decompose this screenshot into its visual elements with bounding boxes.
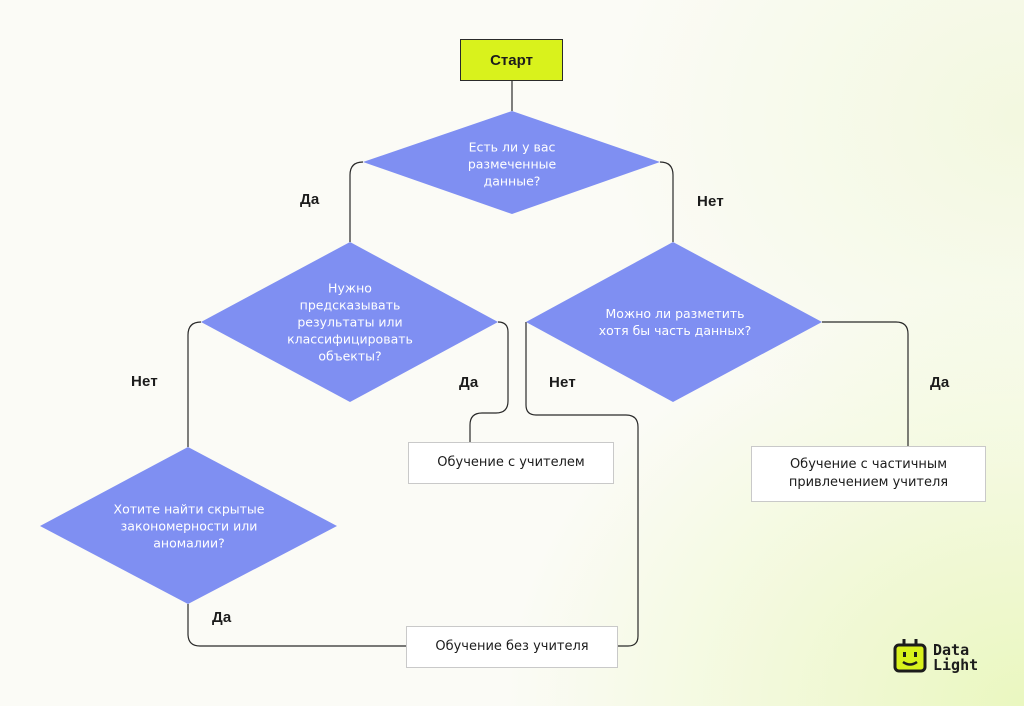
start-node: Старт — [460, 39, 563, 81]
connector-d1-yes — [349, 161, 364, 242]
branch-label-yes-d2: Да — [459, 374, 479, 391]
connector-d1-no — [659, 161, 674, 242]
question-predict-classify: Нужно предсказывать результаты или класс… — [287, 280, 413, 364]
branch-label-no-d3: Нет — [549, 374, 576, 391]
connector-d3-no — [525, 322, 639, 647]
decision-diamond-labeled-data — [363, 111, 660, 214]
outcome-semi-supervised-label: Обучение с частичным привлечением учител… — [788, 457, 949, 490]
branch-label-yes-d3: Да — [930, 374, 950, 391]
branch-label-yes-d4: Да — [212, 609, 232, 626]
outcome-unsupervised-label: Обучение без учителя — [435, 639, 589, 654]
start-label: Старт — [490, 51, 533, 69]
branch-label-no-d1: Нет — [697, 193, 724, 210]
connector-d3-yes — [822, 321, 909, 446]
question-labeled-data: Есть ли у вас размеченные данные? — [467, 139, 557, 189]
outcome-unsupervised: Обучение без учителя — [406, 626, 618, 668]
logo-text: Data Light — [933, 641, 979, 674]
branch-label-no-d2: Нет — [131, 373, 158, 390]
connector-d2-yes — [469, 321, 509, 442]
connector-d4-yes — [187, 604, 406, 647]
decision-diamond-predict-classify — [201, 242, 498, 402]
outcome-supervised: Обучение с учителем — [408, 442, 614, 484]
connector-d2-no — [187, 321, 202, 447]
question-hidden-patterns: Хотите найти скрытые закономерности или … — [113, 501, 265, 551]
branch-label-yes-d1: Да — [300, 191, 320, 208]
outcome-semi-supervised: Обучение с частичным привлечением учител… — [751, 446, 986, 502]
decision-diamond-hidden-patterns — [40, 447, 337, 604]
decision-diamond-partial-label — [526, 242, 822, 402]
connectors — [187, 81, 909, 647]
question-partial-label: Можно ли разметить хотя бы часть данных? — [598, 306, 752, 338]
outcome-supervised-label: Обучение с учителем — [437, 455, 585, 470]
robot-face-icon — [893, 639, 927, 673]
